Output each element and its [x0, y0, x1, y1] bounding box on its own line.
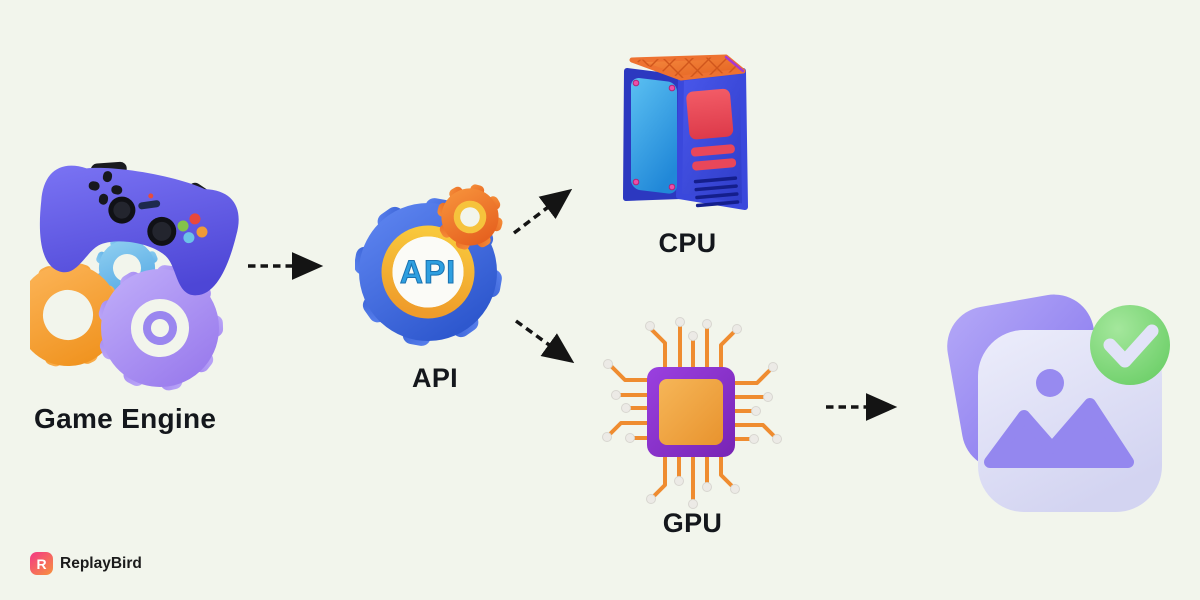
computer-tower-icon: [623, 54, 748, 210]
purple-gear-icon: [98, 265, 224, 391]
dpad-icon: [88, 171, 123, 205]
check-badge-icon: [1090, 305, 1170, 385]
game-controller-icon: [39, 161, 239, 296]
trace-pad-dots: [602, 317, 782, 509]
cpu-label: CPU: [658, 228, 717, 258]
api-gear-text: API: [400, 254, 456, 290]
photo-sun-icon: [1036, 369, 1064, 397]
gpu-label: GPU: [662, 508, 723, 538]
arrow-api-to-cpu: [512, 188, 573, 235]
image-check-icon: [947, 294, 1170, 512]
arrow-api-to-gpu: [514, 319, 575, 364]
replaybird-logo: R ReplayBird: [30, 552, 142, 575]
replaybird-logo-text: ReplayBird: [60, 554, 142, 572]
vent-lines-icon: [693, 176, 740, 208]
gamepad-gears-icon: [30, 161, 239, 391]
small-orange-gear-icon: [437, 184, 503, 250]
left-stick-icon: [108, 196, 136, 224]
circuit-traces-icon: [607, 323, 777, 503]
api-label: API: [412, 363, 458, 393]
chip-die: [659, 379, 723, 445]
action-buttons-icon: [177, 213, 208, 244]
screw-icons: [632, 79, 676, 191]
game-engine-label: Game Engine: [34, 403, 217, 434]
right-stick-icon: [147, 216, 177, 246]
gear-api-icon: API: [355, 184, 503, 346]
replaybird-logo-icon: R: [30, 552, 53, 575]
chip-icon: [602, 317, 782, 509]
photo-mountains-icon: [984, 398, 1134, 468]
